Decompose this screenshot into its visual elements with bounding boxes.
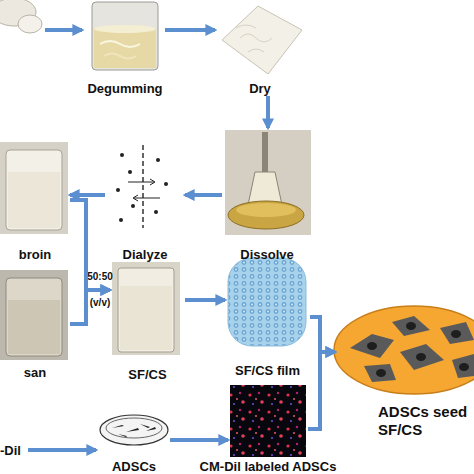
step-caption: ADSCs xyxy=(112,459,156,474)
process-arrow xyxy=(170,438,228,442)
culture-dish xyxy=(100,415,168,445)
process-arrow xyxy=(308,352,335,429)
dialysis-sketch xyxy=(116,145,168,228)
step-caption: ADSCs seed SF/CS xyxy=(378,403,474,439)
process-step: SF/CS xyxy=(110,260,185,382)
process-step: Dissolve xyxy=(222,128,312,262)
step-caption: CM-Dil labeled ADSCs xyxy=(200,459,337,474)
process-step: san xyxy=(0,268,70,380)
process-arrow xyxy=(70,290,110,324)
process-step: Degumming xyxy=(85,0,165,96)
degumming-photo xyxy=(92,2,158,70)
blend-photo xyxy=(112,262,180,355)
seeded-scaffold xyxy=(334,306,474,394)
chitosan-photo xyxy=(0,270,68,360)
process-step: ADSCs seed SF/CS xyxy=(335,305,474,440)
process-arrow xyxy=(310,317,335,352)
step-caption: SF/CS xyxy=(128,367,166,382)
process-arrow xyxy=(266,96,270,128)
fluorescence-image xyxy=(230,385,306,457)
step-caption: Dry xyxy=(249,81,271,96)
dissolve-photo xyxy=(225,130,311,235)
ratio-label: 50:50 (v/v) xyxy=(86,264,114,316)
process-step: SF/CS film xyxy=(225,256,310,378)
fibroin-photo xyxy=(0,142,68,234)
process-step: broin xyxy=(0,138,70,262)
process-arrow xyxy=(45,28,82,32)
process-arrow xyxy=(165,28,215,32)
process-step: ADSCs xyxy=(98,412,170,474)
process-arrow xyxy=(185,193,222,197)
step-caption: Dissolve xyxy=(240,247,293,262)
step-caption: broin xyxy=(19,247,52,262)
process-step: CM-Dil labeled ADSCs xyxy=(228,384,308,474)
cocoon-photo xyxy=(0,0,42,33)
cropped-label: -Dil xyxy=(0,443,21,458)
step-caption: Dialyze xyxy=(123,247,168,262)
step-caption: Degumming xyxy=(87,81,162,96)
step-caption: san xyxy=(24,365,46,380)
process-step: Dialyze xyxy=(105,138,185,262)
step-caption: SF/CS film xyxy=(235,363,300,378)
process-arrow xyxy=(70,193,105,197)
process-arrow xyxy=(185,298,225,302)
process-step: Dry xyxy=(215,0,305,96)
process-arrow xyxy=(70,200,110,290)
process-arrow xyxy=(28,448,96,452)
dried-silk-photo xyxy=(222,6,302,74)
film-photo xyxy=(228,258,306,346)
